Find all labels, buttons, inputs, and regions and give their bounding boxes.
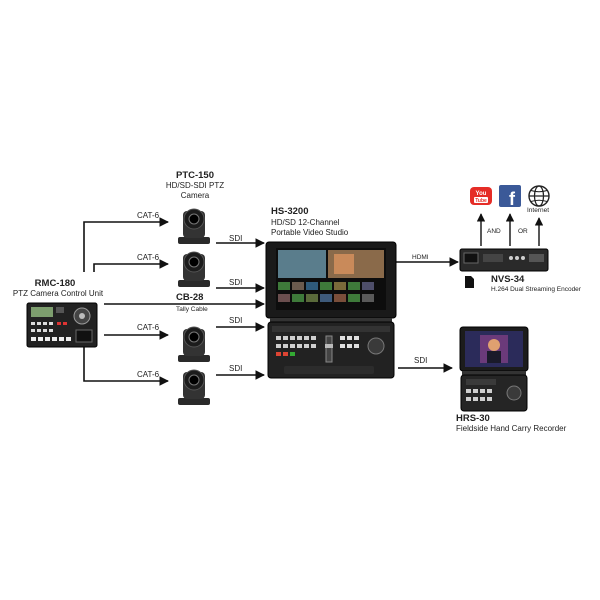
cat6-label-4: CAT-6	[137, 370, 160, 379]
ptz-camera-2	[178, 251, 210, 287]
rmc180-desc: PTZ Camera Control Unit	[12, 289, 104, 298]
youtube-icon: You Tube	[470, 187, 492, 205]
hrs30-device-image	[459, 326, 529, 412]
facebook-glyph: f	[509, 189, 516, 208]
hs3200-name: HS-3200	[271, 206, 309, 217]
globe-icon	[528, 185, 550, 207]
nvs34-name: NVS-34	[491, 274, 525, 285]
sdi-label-3: SDI	[229, 316, 243, 325]
nvs34-desc: H.264 Dual Streaming Encoder	[491, 286, 581, 293]
ptc150-desc-line2: Camera	[180, 191, 210, 200]
or-label: OR	[518, 228, 528, 235]
sdi-label-4: SDI	[229, 364, 243, 373]
hs3200-desc-line2: Portable Video Studio	[271, 228, 349, 237]
cat6-line-1	[83, 217, 169, 272]
hdmi-label: HDMI	[412, 254, 429, 261]
sdi-label-1: SDI	[229, 234, 243, 243]
youtube-wordmark: You	[476, 191, 487, 197]
sd-card-icon	[465, 276, 474, 288]
ptz-camera-3	[178, 326, 210, 362]
ptz-camera-1	[178, 208, 210, 244]
ptc150-desc-line1: HD/SD-SDI PTZ	[165, 181, 225, 190]
hs3200-desc-line1: HD/SD 12-Channel	[271, 218, 340, 227]
sdi-label-2: SDI	[229, 278, 243, 287]
hrs30-name: HRS-30	[456, 413, 490, 424]
hrs30-desc: Fieldside Hand Carry Recorder	[456, 424, 567, 433]
cat6-line-2	[93, 259, 169, 272]
cat6-label-1: CAT-6	[137, 211, 160, 220]
cat6-label-3: CAT-6	[137, 323, 160, 332]
ptc150-name: PTC-150	[175, 170, 214, 181]
sdi-label-5: SDI	[414, 356, 428, 365]
ptz-camera-4	[178, 369, 210, 405]
internet-label: Internet	[527, 207, 550, 214]
nvs34-device-image	[459, 248, 549, 272]
youtube-wordmark-tube: Tube	[475, 198, 487, 204]
cat6-line-4	[83, 345, 169, 386]
cb28-name: CB-28	[176, 292, 204, 303]
and-label: AND	[487, 228, 501, 235]
cat6-label-2: CAT-6	[137, 253, 160, 262]
facebook-icon: f	[499, 185, 521, 208]
rmc180-controller-image	[26, 302, 98, 348]
rmc180-name: RMC-180	[34, 278, 76, 289]
cb28-desc: Tally Cable	[176, 306, 208, 313]
hs3200-device-image	[265, 241, 397, 379]
